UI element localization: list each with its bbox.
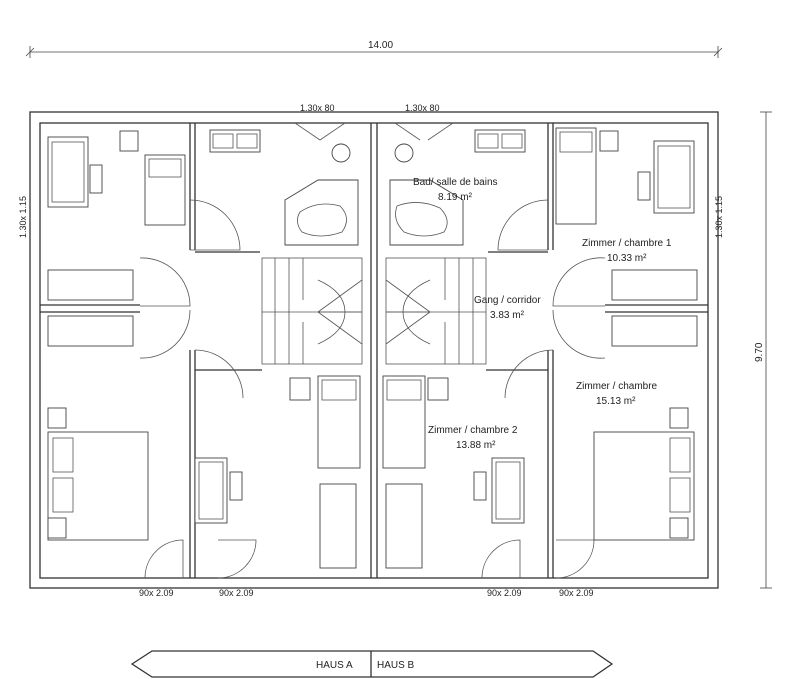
room-2-area: 13.88 m² [456, 440, 496, 451]
dimension-depth-label: 9.70 [754, 342, 765, 362]
haus-b-label: HAUS B [377, 660, 415, 671]
room-1-area: 10.33 m² [607, 253, 647, 264]
window-top-left-label: 1.30x 80 [300, 103, 335, 113]
dimension-width: 14.00 [25, 40, 723, 58]
sinks-b [474, 129, 526, 153]
bathtub-a [284, 179, 359, 246]
toilet-b-icon [394, 143, 414, 163]
bathtub-b [389, 179, 464, 246]
window-side-left-label: 1.30x 1.15 [18, 196, 28, 238]
furniture-b [382, 127, 698, 569]
house-banner: HAUS A HAUS B [130, 650, 614, 678]
interior-walls-b [486, 123, 708, 578]
staircase-b [385, 257, 487, 365]
room-bath-area: 8.19 m² [438, 192, 473, 203]
room-master-name: Zimmer / chambre [576, 381, 658, 392]
door-bottom-4-label: 90x 2.09 [559, 588, 594, 598]
sinks-a [209, 129, 261, 153]
dimension-width-label: 14.00 [368, 40, 393, 51]
window-top-right-label: 1.30x 80 [405, 103, 440, 113]
room-corridor-name: Gang / corridor [474, 295, 541, 306]
staircase-a [261, 257, 363, 365]
door-bottom-3-label: 90x 2.09 [487, 588, 522, 598]
room-2-name: Zimmer / chambre 2 [428, 425, 518, 436]
room-master-area: 15.13 m² [596, 396, 636, 407]
room-1-name: Zimmer / chambre 1 [582, 238, 672, 249]
window-side-right-label: 1.30x 1.15 [714, 196, 724, 238]
furniture-a [47, 130, 361, 569]
inner-wall [39, 122, 709, 579]
door-swings [139, 122, 606, 579]
toilet-a-icon [331, 143, 351, 163]
haus-a-label: HAUS A [316, 660, 353, 671]
room-bath-name: Bad/ salle de bains [413, 177, 498, 188]
dimension-depth: 9.70 [754, 111, 772, 589]
room-corridor-area: 3.83 m² [490, 310, 525, 321]
outer-wall [29, 111, 719, 589]
door-bottom-2-label: 90x 2.09 [219, 588, 254, 598]
door-bottom-1-label: 90x 2.09 [139, 588, 174, 598]
